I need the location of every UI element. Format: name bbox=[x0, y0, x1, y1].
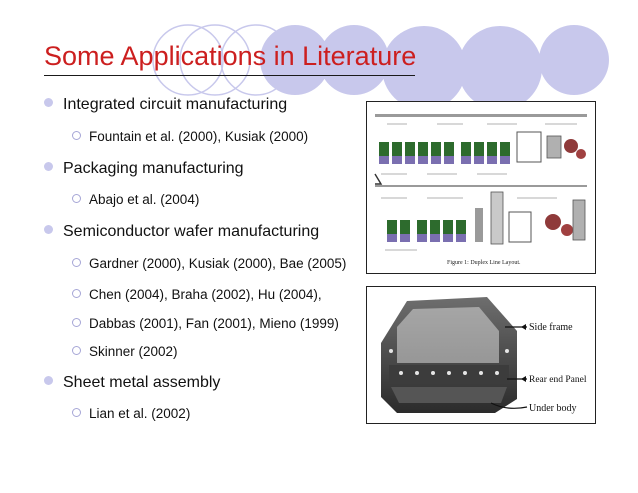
sub-bullet-marker-icon bbox=[72, 289, 81, 298]
side-frame-label: Side frame bbox=[529, 322, 573, 333]
bullet-item: Semiconductor wafer manufacturing bbox=[44, 223, 319, 241]
sub-bullet-text: Gardner (2000), Kusiak (2000), Bae (2005… bbox=[89, 256, 347, 271]
bullet-marker-icon bbox=[44, 376, 53, 385]
sub-bullet-item: Abajo et al. (2004) bbox=[72, 192, 199, 207]
duplex-line-layout-figure: Figure 1: Duplex Line Layout. bbox=[366, 101, 596, 274]
sub-bullet-item: Fountain et al. (2000), Kusiak (2000) bbox=[72, 129, 308, 144]
under-body-label: Under body bbox=[529, 403, 577, 414]
sub-bullet-marker-icon bbox=[72, 131, 81, 140]
sub-bullet-text: Dabbas (2001), Fan (2001), Mieno (1999) bbox=[89, 316, 339, 331]
sub-bullet-marker-icon bbox=[72, 408, 81, 417]
bullet-marker-icon bbox=[44, 162, 53, 171]
title-divider bbox=[44, 75, 415, 76]
sub-bullet-text: Abajo et al. (2004) bbox=[89, 192, 200, 207]
bullet-text: Semiconductor wafer manufacturing bbox=[63, 223, 320, 240]
figure-caption: Figure 1: Duplex Line Layout. bbox=[447, 260, 521, 266]
sub-bullet-text: Chen (2004), Braha (2002), Hu (2004), bbox=[89, 287, 322, 302]
bullet-marker-icon bbox=[44, 98, 53, 107]
bullet-text: Sheet metal assembly bbox=[63, 374, 221, 391]
bullet-marker-icon bbox=[44, 225, 53, 234]
sub-bullet-text: Skinner (2002) bbox=[89, 344, 178, 359]
sub-bullet-item: Dabbas (2001), Fan (2001), Mieno (1999) bbox=[72, 316, 339, 331]
sub-bullet-item: Gardner (2000), Kusiak (2000), Bae (2005… bbox=[72, 256, 346, 271]
line-layout-diagram: Figure 1: Duplex Line Layout. bbox=[374, 114, 587, 266]
sub-bullet-item: Chen (2004), Braha (2002), Hu (2004), bbox=[72, 287, 322, 302]
car-body-illustration: Side frame Rear end Panel Under body bbox=[381, 297, 587, 414]
sub-bullet-item: Lian et al. (2002) bbox=[72, 406, 190, 421]
bullet-item: Integrated circuit manufacturing bbox=[44, 96, 287, 114]
page-title: Some Applications in Literature bbox=[44, 41, 417, 71]
sub-bullet-item: Skinner (2002) bbox=[72, 344, 178, 359]
bullet-text: Packaging manufacturing bbox=[63, 160, 244, 177]
car-body-figure: Side frame Rear end Panel Under body bbox=[366, 286, 596, 424]
rear-end-panel-label: Rear end Panel bbox=[529, 375, 587, 385]
bullet-item: Packaging manufacturing bbox=[44, 160, 244, 178]
sub-bullet-text: Fountain et al. (2000), Kusiak (2000) bbox=[89, 129, 309, 144]
bullet-item: Sheet metal assembly bbox=[44, 374, 220, 392]
bullet-text: Integrated circuit manufacturing bbox=[63, 96, 288, 113]
sub-bullet-marker-icon bbox=[72, 346, 81, 355]
sub-bullet-marker-icon bbox=[72, 318, 81, 327]
sub-bullet-marker-icon bbox=[72, 194, 81, 203]
sub-bullet-marker-icon bbox=[72, 258, 81, 267]
sub-bullet-text: Lian et al. (2002) bbox=[89, 406, 191, 421]
